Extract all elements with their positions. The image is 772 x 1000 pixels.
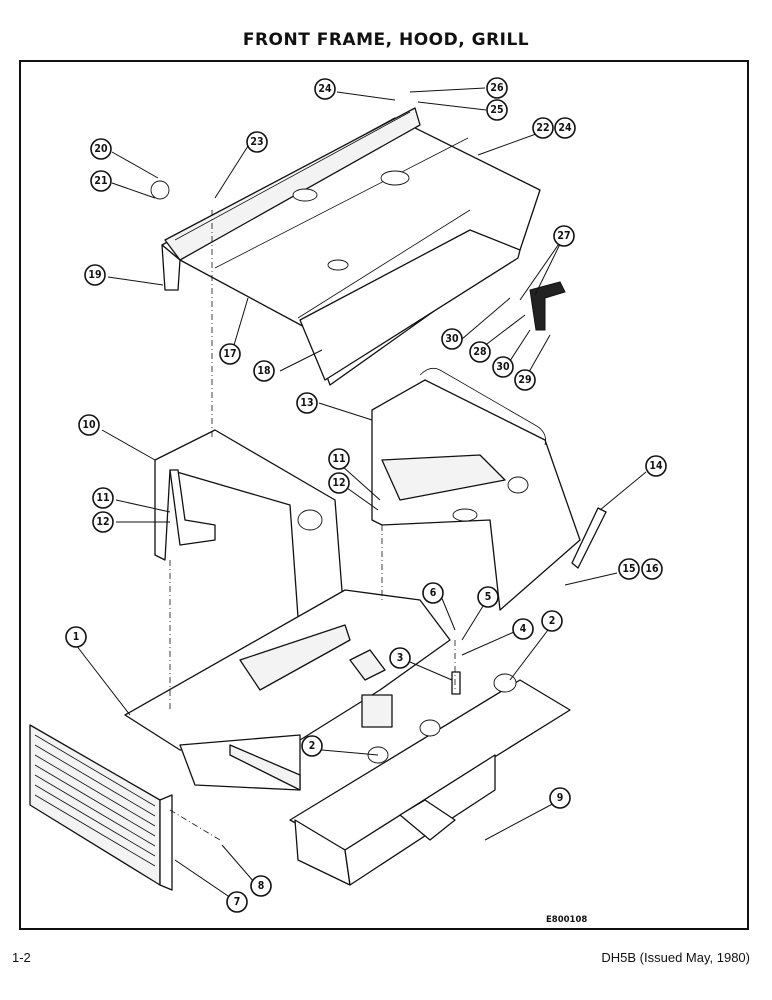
svg-text:22: 22 <box>536 122 549 134</box>
assembly-centerlines <box>169 210 456 841</box>
svg-text:14: 14 <box>649 460 663 472</box>
svg-text:9: 9 <box>557 792 564 804</box>
callout-20: 20 <box>90 138 112 160</box>
callout-15: 15 <box>618 558 640 580</box>
svg-text:1: 1 <box>73 631 80 643</box>
callout-23: 23 <box>246 131 268 153</box>
callout-9: 9 <box>549 787 571 809</box>
svg-text:19: 19 <box>88 269 101 281</box>
diagram-frame <box>19 60 749 930</box>
svg-text:20: 20 <box>94 143 108 155</box>
callout-2b: 2 <box>541 610 563 632</box>
svg-text:23: 23 <box>250 136 263 148</box>
svg-text:24: 24 <box>558 122 572 134</box>
callout-18: 18 <box>253 360 275 382</box>
callout-1: 1 <box>65 626 87 648</box>
svg-text:10: 10 <box>82 419 96 431</box>
callout-7: 7 <box>226 891 248 913</box>
callout-14: 14 <box>645 455 667 477</box>
svg-text:2: 2 <box>309 740 316 752</box>
callout-12a: 12 <box>92 511 114 533</box>
callout-16: 16 <box>641 558 663 580</box>
page-title: FRONT FRAME, HOOD, GRILL <box>242 30 530 50</box>
svg-text:2: 2 <box>549 615 556 627</box>
callout-30a: 30 <box>441 328 463 350</box>
radiator-grill <box>29 724 173 891</box>
svg-text:27: 27 <box>557 230 570 242</box>
callout-26: 26 <box>486 77 508 99</box>
svg-text:11: 11 <box>332 453 345 465</box>
callout-5: 5 <box>477 586 499 608</box>
svg-text:16: 16 <box>645 563 659 575</box>
svg-text:26: 26 <box>490 82 504 94</box>
fan-shroud <box>371 367 581 611</box>
callout-17: 17 <box>219 343 241 365</box>
svg-text:12: 12 <box>332 477 345 489</box>
callout-11b: 11 <box>328 448 350 470</box>
callout-3: 3 <box>389 647 411 669</box>
callout-8: 8 <box>250 875 272 897</box>
svg-text:8: 8 <box>258 880 265 892</box>
svg-text:25: 25 <box>490 104 503 116</box>
callout-22: 22 <box>532 117 554 139</box>
callout-10: 10 <box>78 414 100 436</box>
callout-12b: 12 <box>328 472 350 494</box>
callout-6: 6 <box>422 582 444 604</box>
svg-text:21: 21 <box>94 175 107 187</box>
callout-27: 27 <box>553 225 575 247</box>
callout-24a: 24 <box>554 117 576 139</box>
svg-text:11: 11 <box>96 492 109 504</box>
hood-assembly <box>150 107 541 386</box>
front-frame <box>124 589 571 886</box>
svg-text:12: 12 <box>96 516 109 528</box>
svg-text:30: 30 <box>496 361 510 373</box>
svg-text:5: 5 <box>485 591 492 603</box>
callout-25: 25 <box>486 99 508 121</box>
svg-text:6: 6 <box>430 587 437 599</box>
svg-text:30: 30 <box>445 333 459 345</box>
drawing-code: E800108 <box>546 915 587 925</box>
callout-13: 13 <box>296 392 318 414</box>
svg-text:29: 29 <box>518 374 531 386</box>
page-number: 1-2 <box>12 950 31 965</box>
svg-text:13: 13 <box>300 397 313 409</box>
hood-latch <box>529 281 566 331</box>
svg-text:17: 17 <box>223 348 236 360</box>
callout-29: 29 <box>514 369 536 391</box>
callout-28: 28 <box>469 341 491 363</box>
svg-text:28: 28 <box>473 346 486 358</box>
svg-text:3: 3 <box>397 652 404 664</box>
grill-frame-bracket <box>154 429 346 646</box>
svg-text:24: 24 <box>318 83 332 95</box>
callout-24b: 24 <box>314 78 336 100</box>
callout-21: 21 <box>90 170 112 192</box>
document-issue: DH5B (Issued May, 1980) <box>601 950 750 965</box>
svg-text:15: 15 <box>622 563 635 575</box>
callout-11a: 11 <box>92 487 114 509</box>
svg-text:18: 18 <box>257 365 270 377</box>
callout-30b: 30 <box>492 356 514 378</box>
exploded-parts-diagram: 1 2 2 3 4 5 6 7 8 9 10 11 12 11 12 13 14… <box>29 77 667 925</box>
seal-strip <box>571 507 607 569</box>
callout-4: 4 <box>512 618 534 640</box>
callout-2a: 2 <box>301 735 323 757</box>
svg-text:7: 7 <box>234 896 241 908</box>
callout-19: 19 <box>84 264 106 286</box>
svg-text:4: 4 <box>520 623 527 635</box>
